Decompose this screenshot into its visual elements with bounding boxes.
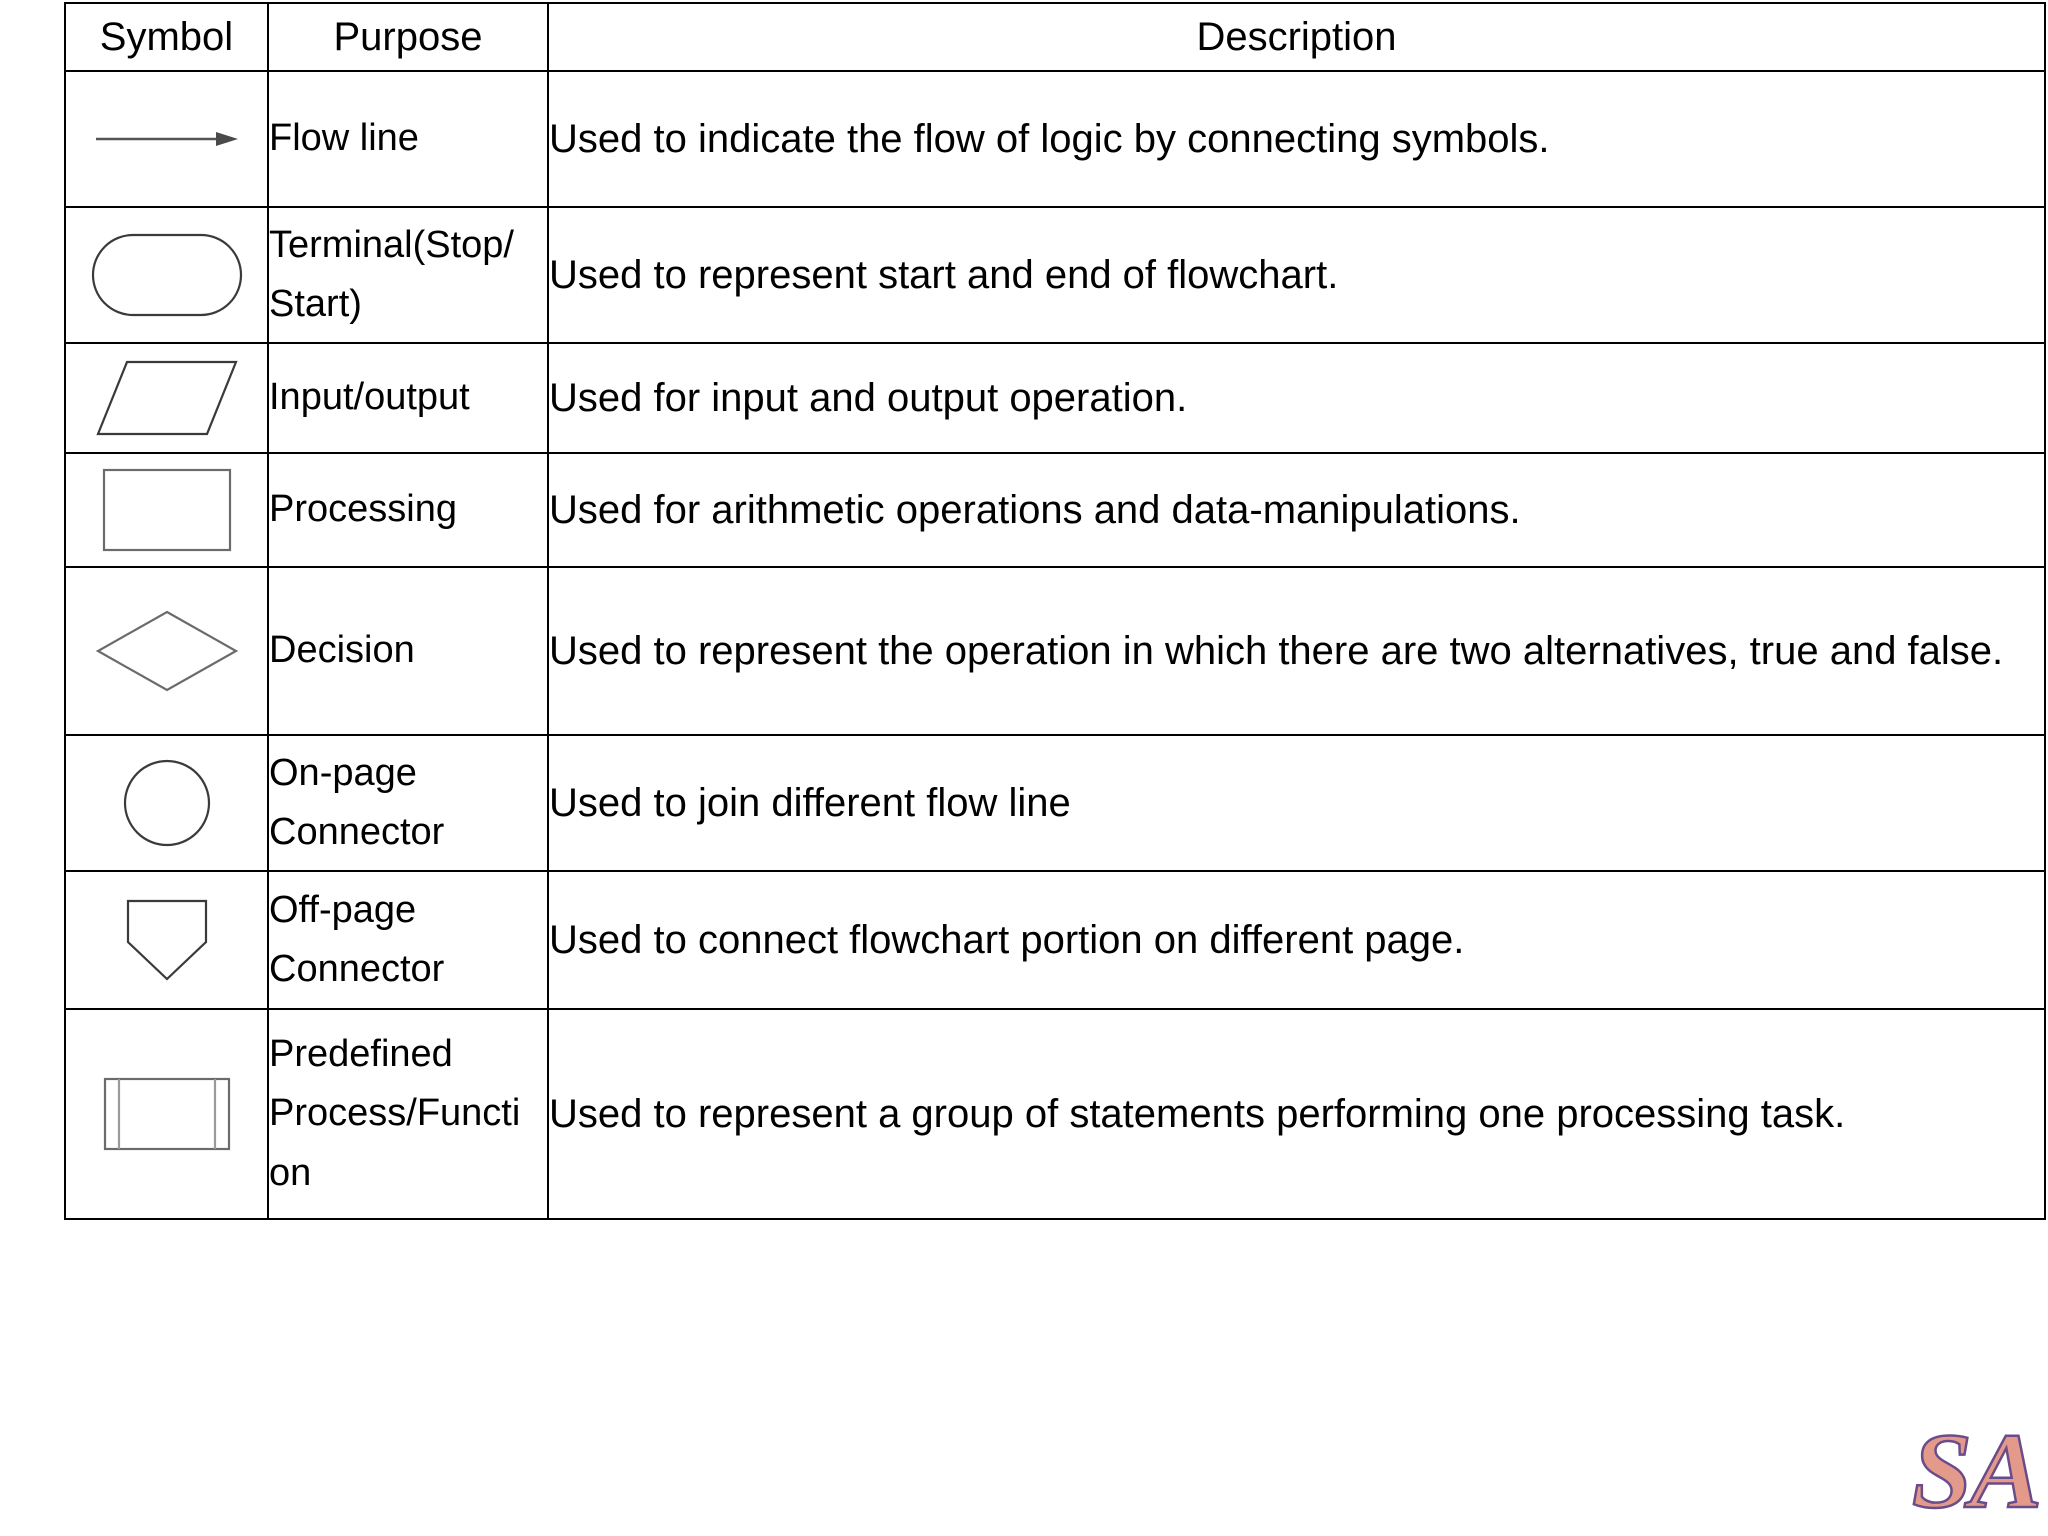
- table-row: Processing Used for arithmetic operation…: [64, 452, 2046, 568]
- table-row: Flow line Used to indicate the flow of l…: [64, 70, 2046, 208]
- purpose-terminal: Terminal(Stop/ Start): [267, 206, 549, 344]
- table-row: Terminal(Stop/ Start) Used to represent …: [64, 206, 2046, 344]
- symbol-cell-on-page-connector: [64, 734, 269, 872]
- symbol-cell-flow-line: [64, 70, 269, 208]
- description-predefined-process: Used to represent a group of statements …: [547, 1008, 2046, 1220]
- purpose-input-output: Input/output: [267, 342, 549, 454]
- column-header-purpose: Purpose: [267, 2, 549, 72]
- purpose-processing: Processing: [267, 452, 549, 568]
- description-decision: Used to represent the operation in which…: [547, 566, 2046, 736]
- purpose-off-page-connector: Off-page Connector: [267, 870, 549, 1010]
- table-row: On-page Connector Used to join different…: [64, 734, 2046, 872]
- column-header-description: Description: [547, 2, 2046, 72]
- symbol-cell-processing: [64, 452, 269, 568]
- predefined-process-bars-icon: [103, 1077, 231, 1151]
- symbol-cell-off-page-connector: [64, 870, 269, 1010]
- table-row: Predefined Process/Functi on Used to rep…: [64, 1008, 2046, 1220]
- pentagon-down-icon: [125, 898, 209, 982]
- table-header-row: Symbol Purpose Description: [64, 2, 2046, 72]
- description-off-page-connector: Used to connect flowchart portion on dif…: [547, 870, 2046, 1010]
- description-on-page-connector: Used to join different flow line: [547, 734, 2046, 872]
- symbol-cell-terminal: [64, 206, 269, 344]
- column-header-symbol: Symbol: [64, 2, 269, 72]
- table-row: Off-page Connector Used to connect flowc…: [64, 870, 2046, 1010]
- symbol-cell-decision: [64, 566, 269, 736]
- flow-line-arrow-icon: [94, 126, 240, 152]
- description-flow-line: Used to indicate the flow of logic by co…: [547, 70, 2046, 208]
- purpose-on-page-connector: On-page Connector: [267, 734, 549, 872]
- symbol-cell-predefined-process: [64, 1008, 269, 1220]
- description-processing: Used for arithmetic operations and data-…: [547, 452, 2046, 568]
- parallelogram-icon: [95, 359, 239, 437]
- watermark-sa: SA: [1911, 1412, 2044, 1531]
- symbol-cell-input-output: [64, 342, 269, 454]
- flowchart-symbol-table: Symbol Purpose Description: [64, 2, 2046, 1220]
- description-terminal: Used to represent start and end of flowc…: [547, 206, 2046, 344]
- diamond-icon: [95, 609, 239, 693]
- circle-icon: [122, 758, 212, 848]
- description-input-output: Used for input and output operation.: [547, 342, 2046, 454]
- purpose-decision: Decision: [267, 566, 549, 736]
- purpose-predefined-process: Predefined Process/Functi on: [267, 1008, 549, 1220]
- terminal-rounded-rectangle-icon: [91, 233, 243, 317]
- purpose-flow-line: Flow line: [267, 70, 549, 208]
- table-row: Input/output Used for input and output o…: [64, 342, 2046, 454]
- rectangle-icon: [102, 468, 232, 552]
- table-row: Decision Used to represent the operation…: [64, 566, 2046, 736]
